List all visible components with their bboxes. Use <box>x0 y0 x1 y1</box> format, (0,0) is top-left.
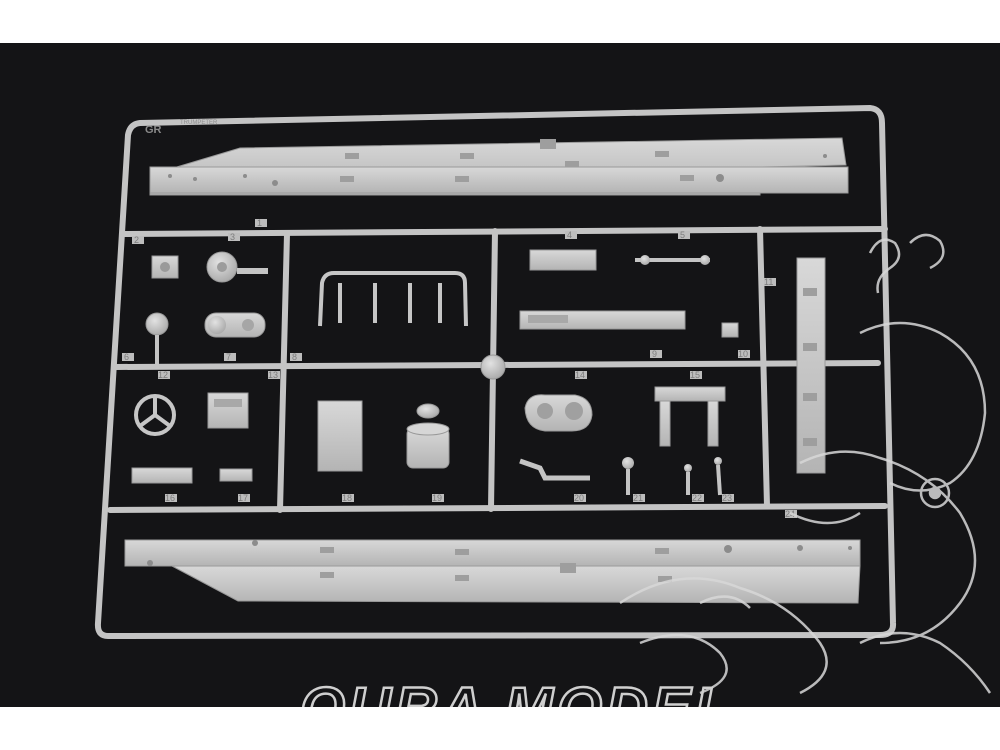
part-19-drum <box>406 403 450 469</box>
svg-text:6: 6 <box>124 352 129 362</box>
part-13-box <box>207 392 249 429</box>
svg-text:3: 3 <box>230 232 235 242</box>
part-2-wheel <box>206 251 268 283</box>
svg-text:22: 22 <box>692 493 702 503</box>
maker-text: TRUMPETER <box>180 120 218 126</box>
part-15-bracket <box>654 386 726 447</box>
svg-text:1: 1 <box>257 218 262 228</box>
svg-text:13: 13 <box>268 370 278 380</box>
part-18-panel <box>317 400 363 472</box>
part-21-23-small-parts <box>622 457 722 496</box>
svg-text:16: 16 <box>165 493 175 503</box>
part-side-rail <box>796 257 826 474</box>
part-17-comb <box>219 468 253 482</box>
part-20-crank <box>519 458 590 481</box>
part-16-bar <box>131 467 193 484</box>
part-4-bracket <box>529 249 597 271</box>
sprue-photo: GR TRUMPETER <box>0 43 1000 707</box>
svg-text:2: 2 <box>134 235 139 245</box>
part-5-rod <box>635 255 710 265</box>
svg-text:19: 19 <box>432 493 442 503</box>
svg-text:17: 17 <box>238 493 248 503</box>
svg-text:12: 12 <box>158 370 168 380</box>
sprue-code-label: GR <box>145 124 162 136</box>
sprue-drawing: GR TRUMPETER <box>94 104 992 707</box>
svg-text:4: 4 <box>567 230 572 240</box>
part-number-tabs <box>122 219 797 518</box>
svg-text:10: 10 <box>738 349 748 359</box>
svg-text:5: 5 <box>680 230 685 240</box>
svg-text:9: 9 <box>652 349 657 359</box>
part-1-turret <box>151 255 179 279</box>
dragon-watermark <box>619 233 992 695</box>
svg-text:18: 18 <box>342 493 352 503</box>
part-3-frame <box>318 271 468 327</box>
svg-text:11: 11 <box>764 277 773 287</box>
part-12-steering-wheel <box>134 394 176 436</box>
svg-text:15: 15 <box>690 370 700 380</box>
svg-text:7: 7 <box>226 352 231 362</box>
svg-text:23: 23 <box>722 493 732 503</box>
svg-text:21: 21 <box>633 493 643 503</box>
part-10-block <box>721 322 739 338</box>
bottom-rail-part <box>124 539 861 604</box>
watermark-text: OURA MODEL <box>300 676 734 707</box>
part-7-housing <box>204 312 266 338</box>
top-rail-part <box>149 137 849 196</box>
svg-text:14: 14 <box>575 370 585 380</box>
part-9-plate <box>519 310 686 330</box>
svg-text:8: 8 <box>292 352 297 362</box>
svg-text:20: 20 <box>574 493 584 503</box>
center-hub <box>480 354 506 380</box>
part-14-gear-plate <box>524 394 593 432</box>
part-6-knob <box>145 312 169 365</box>
